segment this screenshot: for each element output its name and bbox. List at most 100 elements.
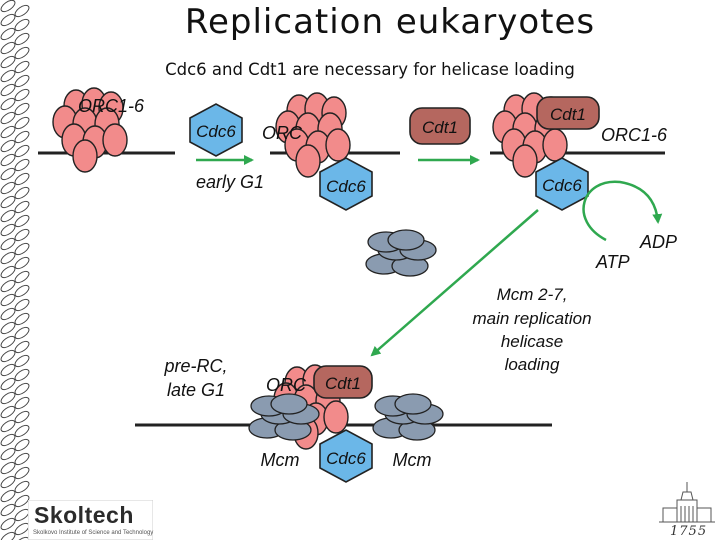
border-loop <box>14 396 30 410</box>
cdc6-hexagon-free: Cdc6 <box>189 103 243 157</box>
border-loop <box>0 503 16 517</box>
orc-subunit <box>72 139 98 173</box>
border-loop <box>14 74 30 88</box>
svg-text:Cdt1: Cdt1 <box>325 374 361 393</box>
border-loop <box>14 368 30 382</box>
border-loop <box>14 326 30 340</box>
border-loop <box>0 517 16 531</box>
skoltech-wordmark: Skoltech <box>34 502 134 528</box>
label-mcm-step-2: main replication <box>472 309 591 328</box>
border-loop <box>0 293 16 307</box>
border-loop <box>14 200 30 214</box>
border-loop <box>14 228 30 242</box>
cdt1-protein-free: Cdt1 <box>409 107 471 145</box>
border-loop <box>14 186 30 200</box>
border-loop <box>14 424 30 438</box>
label-late-g1: late G1 <box>167 380 225 400</box>
border-loop <box>0 139 16 153</box>
border-loop <box>14 410 30 424</box>
label-adp: ADP <box>639 232 677 252</box>
border-loop <box>0 475 16 489</box>
border-loop <box>0 13 16 27</box>
border-loop <box>0 181 16 195</box>
svg-text:Cdt1: Cdt1 <box>550 105 586 124</box>
label-mcm-step-4: loading <box>505 355 560 374</box>
cdt1-protein-prerc: Cdt1 <box>313 365 373 399</box>
border-loop <box>0 489 16 503</box>
orc-complex-2 <box>275 92 351 178</box>
border-loop <box>14 466 30 480</box>
border-loop <box>0 69 16 83</box>
border-loop <box>14 298 30 312</box>
border-loop <box>14 18 30 32</box>
border-loop <box>14 438 30 452</box>
cdc6-hexagon-prerc: Cdc6 <box>319 429 373 483</box>
border-loop <box>0 531 16 540</box>
border-loop <box>0 0 16 13</box>
slide-title: Replication eukaryotes <box>184 2 596 42</box>
border-loop <box>14 214 30 228</box>
mcm-ring-left <box>248 393 320 441</box>
border-loop <box>0 405 16 419</box>
border-loop <box>14 172 30 186</box>
label-orc1-6-top: ORC1-6 <box>78 96 145 116</box>
border-loop <box>0 363 16 377</box>
orc-subunit <box>323 400 349 434</box>
border-loop <box>0 321 16 335</box>
border-loop <box>14 242 30 256</box>
border-loop <box>0 111 16 125</box>
orc-complex-1 <box>52 87 128 173</box>
label-orc-2: ORC <box>262 123 303 143</box>
border-loop <box>14 4 30 18</box>
border-loop <box>14 130 30 144</box>
border-loop <box>0 27 16 41</box>
svg-text:Cdc6: Cdc6 <box>326 177 366 196</box>
label-mcm-step-1: Mcm 2-7, <box>497 285 568 304</box>
skoltech-logo <box>28 500 153 540</box>
border-loop <box>14 354 30 368</box>
border-loop <box>14 158 30 172</box>
border-loop <box>0 265 16 279</box>
border-loop <box>14 256 30 270</box>
university-building-emblem <box>659 482 715 523</box>
border-loop <box>0 223 16 237</box>
orc-subunit <box>325 128 351 162</box>
border-loop <box>0 153 16 167</box>
label-orc1-6-right: ORC1-6 <box>601 125 668 145</box>
cdc6-hexagon-bound: Cdc6 <box>319 157 373 211</box>
border-loop <box>0 391 16 405</box>
border-loop <box>14 284 30 298</box>
border-loop <box>0 195 16 209</box>
label-mcm-right: Mcm <box>393 450 432 470</box>
decorative-border <box>0 0 30 540</box>
border-loop <box>0 125 16 139</box>
border-loop <box>14 340 30 354</box>
border-loop <box>14 46 30 60</box>
orc-subunit <box>512 144 538 178</box>
orc-subunit <box>295 144 321 178</box>
label-atp: ATP <box>595 252 630 272</box>
border-loop <box>0 447 16 461</box>
border-loop <box>14 382 30 396</box>
border-loop <box>14 144 30 158</box>
border-loop <box>0 433 16 447</box>
svg-text:Cdc6: Cdc6 <box>542 176 582 195</box>
svg-text:Cdc6: Cdc6 <box>326 449 366 468</box>
border-loop <box>0 237 16 251</box>
slide-subtitle: Cdc6 and Cdt1 are necessary for helicase… <box>165 60 575 79</box>
border-loop <box>14 270 30 284</box>
border-loop <box>0 349 16 363</box>
emblem-year: 1755 <box>670 524 708 539</box>
border-loop <box>0 307 16 321</box>
border-loop <box>14 494 30 508</box>
label-pre-rc: pre-RC, <box>163 356 227 376</box>
border-loop <box>14 88 30 102</box>
mcm-subunit <box>394 393 432 415</box>
border-loop <box>0 97 16 111</box>
label-orc-4: ORC <box>266 375 307 395</box>
border-loop <box>0 83 16 97</box>
border-loop <box>14 480 30 494</box>
border-loop <box>0 41 16 55</box>
svg-text:Cdt1: Cdt1 <box>422 118 458 137</box>
border-loop <box>0 461 16 475</box>
